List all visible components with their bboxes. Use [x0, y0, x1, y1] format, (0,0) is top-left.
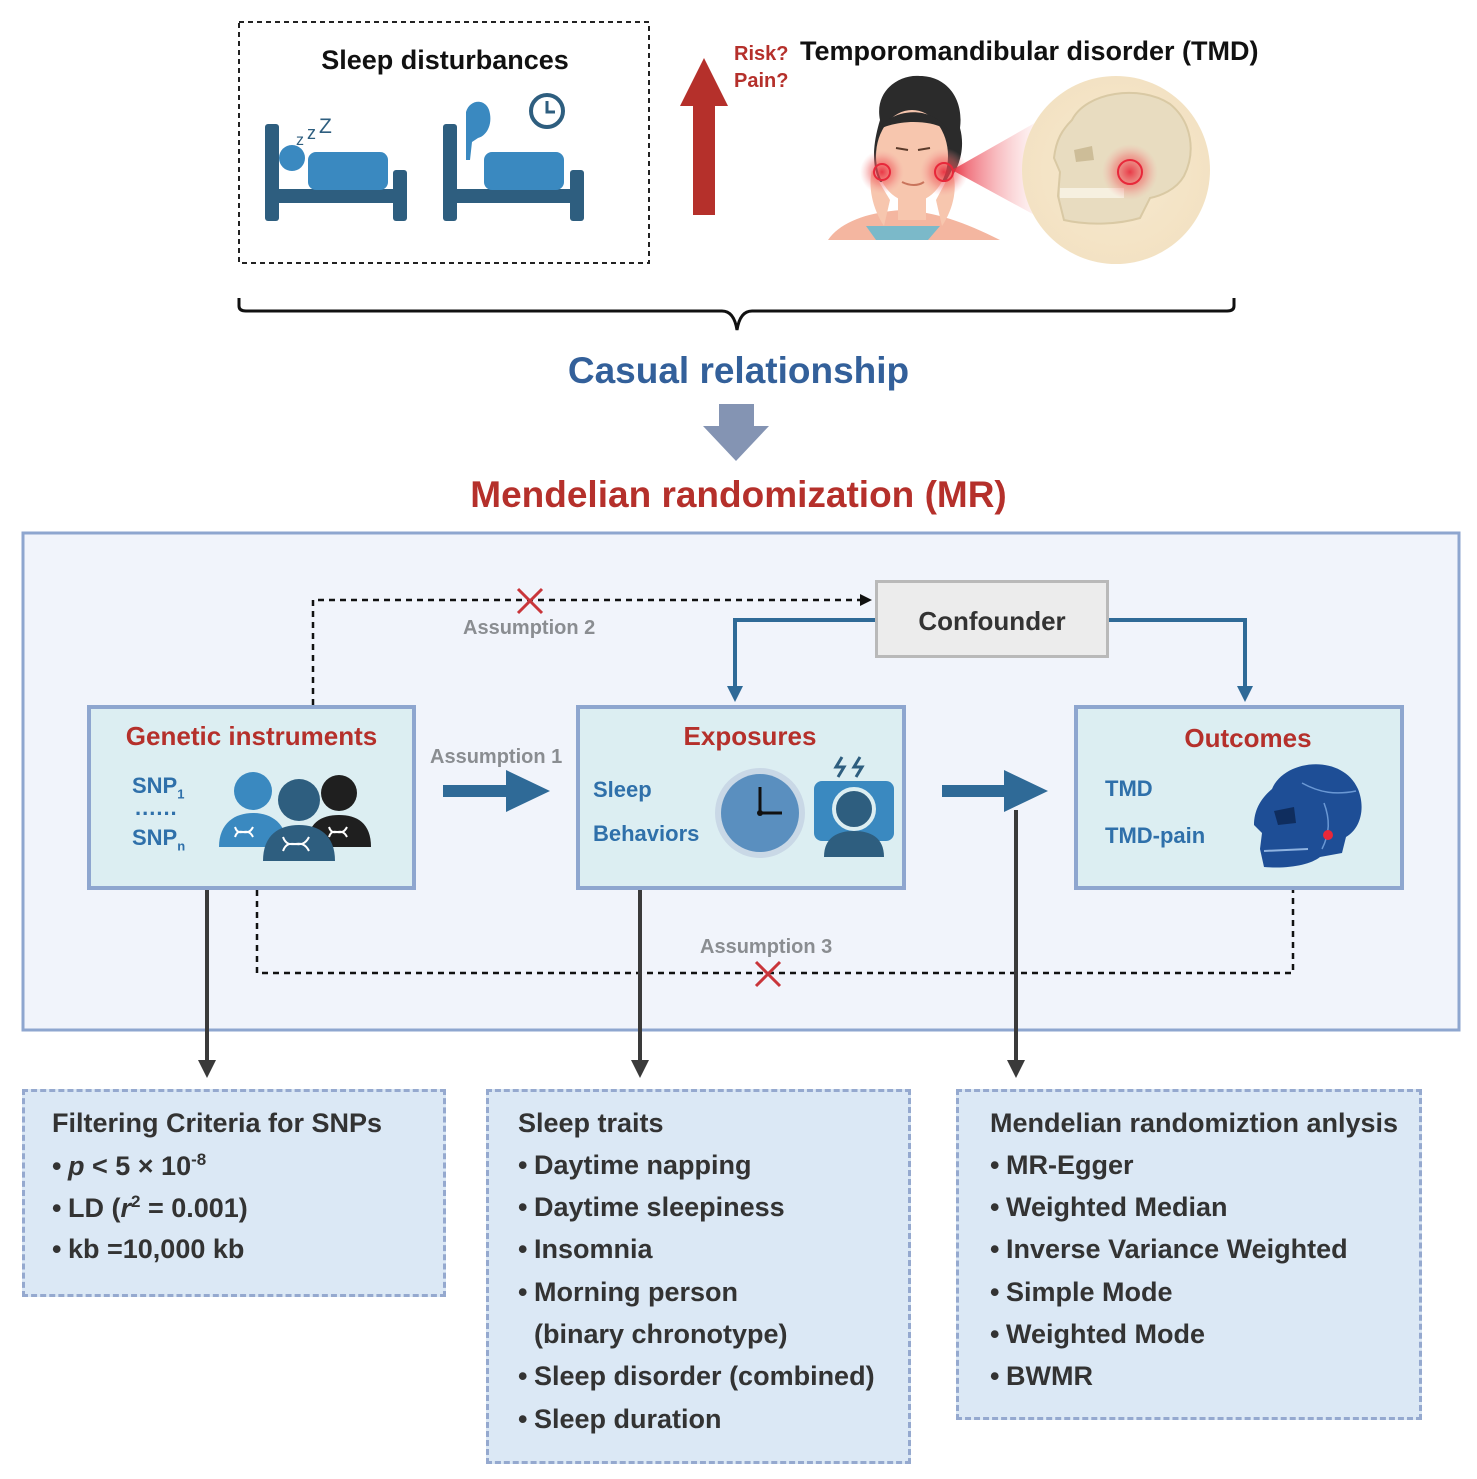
skull-jaw-illustration — [1022, 76, 1210, 264]
assumption2-cross-icon — [516, 587, 544, 615]
tmd-title: Temporomandibular disorder (TMD) — [800, 36, 1259, 66]
pain-label: Pain? — [734, 70, 789, 92]
skull-icon — [1254, 764, 1362, 868]
assumption3-label: Assumption 3 — [700, 936, 833, 958]
sleep-disturbances-title: Sleep disturbances — [321, 45, 569, 75]
confounder-to-outcome-arrow — [1109, 618, 1247, 688]
exposure-sleep-label: Sleep — [593, 777, 652, 802]
outcome-tmd-label: TMD — [1105, 776, 1153, 801]
mr-analysis-box: Mendelian randomiztion anlysis •MR-Egger… — [956, 1089, 1422, 1420]
sleep-trait-item: •Sleep disorder (combined) — [518, 1361, 875, 1391]
mr-method-item: •Inverse Variance Weighted — [990, 1234, 1348, 1264]
assumption1-arrow — [443, 770, 550, 812]
sleep-traits-box: Sleep traits •Daytime napping •Daytime s… — [486, 1089, 911, 1464]
assumption2-path — [311, 598, 862, 705]
mr-method-item: •Simple Mode — [990, 1277, 1173, 1307]
assumption2-label: Assumption 2 — [463, 617, 596, 639]
outcomes-title: Outcomes — [1184, 723, 1312, 753]
exposure-to-outcome-arrow — [942, 770, 1048, 812]
filtering-heading: Filtering Criteria for SNPs — [52, 1108, 383, 1138]
sleep-trait-item: •Sleep duration — [518, 1404, 722, 1434]
snpn-label: SNPn — [132, 825, 186, 854]
confounder-box: Confounder — [875, 580, 1109, 658]
clock-icon — [715, 768, 805, 858]
mr-method-item: •Weighted Median — [990, 1192, 1228, 1222]
svg-text:z: z — [296, 132, 304, 149]
genetic-instruments-title: Genetic instruments — [125, 721, 378, 751]
assumption3-path — [255, 890, 1295, 975]
mr-method-item: •BWMR — [990, 1361, 1093, 1391]
filtering-item-ld: •LD (r2 = 0.001) — [52, 1192, 248, 1223]
sleep-traits-heading: Sleep traits — [518, 1108, 664, 1138]
down-arrow-icon — [703, 404, 769, 461]
awake-bed-icon — [443, 93, 584, 221]
sleep-trait-item: •Daytime napping — [518, 1150, 752, 1180]
outcomes-node: Outcomes TMD TMD-pain — [1074, 705, 1404, 890]
sleep-trait-item: •Insomnia — [518, 1234, 653, 1264]
sleep-trait-item: •Daytime sleepiness — [518, 1192, 785, 1222]
risk-pain-labels: Risk? Pain? — [734, 41, 788, 95]
pain-beam — [952, 120, 1040, 218]
snp1-label: SNP1 — [132, 773, 185, 802]
mr-title: Mendelian randomization (MR) — [470, 474, 1007, 515]
sleeping-bed-icon: z z Z — [265, 115, 407, 221]
filtering-item-kb: •kb =10,000 kb — [52, 1234, 245, 1264]
woman-jaw-pain-illustration — [828, 75, 1000, 240]
mr-method-item: •Weighted Mode — [990, 1319, 1205, 1349]
increase-arrow-icon — [680, 58, 728, 215]
frustrated-person-icon — [814, 756, 894, 857]
causal-relationship-label: Casual relationship — [567, 350, 910, 391]
sleep-trait-item-continued: (binary chronotype) — [534, 1319, 788, 1349]
exposure-behaviors-label: Behaviors — [593, 821, 700, 846]
genetic-instruments-node: Genetic instruments SNP1 ...... SNPn — [87, 705, 416, 890]
sleep-disturbances-frame — [238, 21, 650, 264]
confounder-to-exposure-arrow — [733, 618, 876, 688]
outcome-tmd-pain-label: TMD-pain — [1105, 823, 1206, 848]
exposures-title: Exposures — [683, 721, 817, 751]
svg-text:Z: Z — [319, 115, 332, 138]
filtering-criteria-box: Filtering Criteria for SNPs •p < 5 × 10-… — [22, 1089, 446, 1297]
assumption1-label: Assumption 1 — [430, 746, 563, 768]
filtering-item-pvalue: •p < 5 × 10-8 — [52, 1150, 207, 1181]
mr-analysis-heading: Mendelian randomiztion anlysis — [990, 1108, 1399, 1138]
sleep-trait-item: •Morning person — [518, 1277, 738, 1307]
mr-method-item: •MR-Egger — [990, 1150, 1134, 1180]
summary-brace — [237, 298, 1236, 331]
risk-label: Risk? — [734, 43, 789, 65]
assumption3-cross-icon — [754, 960, 782, 988]
population-dna-icon — [219, 772, 371, 861]
snp-dots: ...... — [135, 795, 178, 820]
svg-text:z: z — [307, 123, 316, 143]
exposures-node: Exposures Sleep Behaviors — [576, 705, 906, 890]
